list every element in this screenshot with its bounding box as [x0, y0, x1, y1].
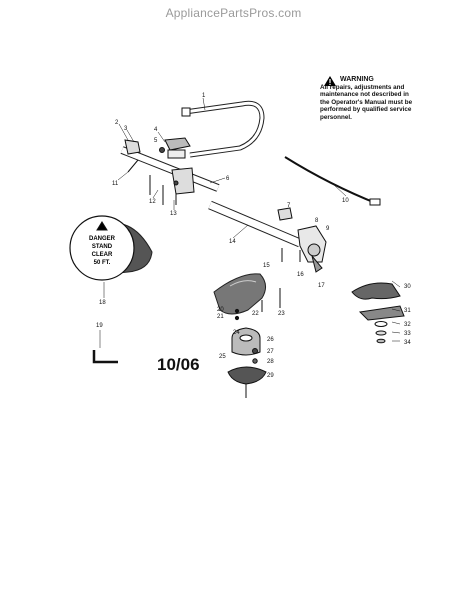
warning-line: the Operator's Manual must be	[320, 98, 413, 106]
part-number: 14	[229, 239, 236, 245]
part-number: 8	[315, 218, 319, 224]
part-number: 30	[404, 284, 411, 290]
danger-sign	[69, 215, 153, 281]
loop-handle	[181, 100, 265, 158]
warning-triangle-icon	[324, 76, 336, 86]
part-number: 17	[318, 283, 325, 289]
part-number: 18	[99, 300, 106, 306]
hex-key	[92, 350, 118, 364]
danger-line: STAND	[92, 244, 113, 250]
part-number: 29	[267, 373, 274, 379]
part-number: 21	[217, 314, 224, 320]
part-number: 6	[226, 176, 230, 182]
part-number: 2	[115, 120, 119, 126]
part-number: 33	[404, 331, 411, 337]
part-number: 4	[154, 127, 158, 133]
part-number: 9	[326, 226, 330, 232]
danger-line: 50 FT.	[94, 260, 111, 266]
danger-sign-text: DANGER STAND CLEAR 50 FT.	[89, 236, 116, 266]
warning-notice: WARNING All repairs, adjustments and mai…	[320, 76, 438, 122]
warning-line: performed by qualified service	[320, 106, 412, 114]
part-number: 31	[404, 308, 411, 314]
warning-title: WARNING	[340, 76, 374, 83]
debris-shield	[213, 273, 281, 321]
part-number: 26	[267, 337, 274, 343]
part-number: 10	[342, 198, 349, 204]
danger-line: DANGER	[89, 236, 116, 242]
warning-line: maintenance not described in	[320, 91, 409, 99]
warning-line: All repairs, adjustments and	[320, 83, 405, 91]
part-number: 28	[267, 359, 274, 365]
drive-cable	[284, 156, 381, 206]
part-number: 16	[297, 272, 304, 278]
part-number: 12	[149, 199, 156, 205]
part-number: 19	[96, 323, 103, 329]
handle-clamp-parts	[124, 137, 195, 205]
site-watermark: AppliancePartsPros.com	[165, 6, 302, 20]
upper-shaft	[120, 146, 220, 192]
part-number: 22	[252, 311, 259, 317]
part-number: 13	[170, 211, 177, 217]
part-number: 15	[263, 263, 270, 269]
part-number: 23	[278, 311, 285, 317]
warning-line: personnel.	[320, 113, 352, 121]
part-number: 11	[112, 181, 119, 187]
part-number: 25	[219, 354, 226, 360]
gearhead-assembly	[277, 207, 327, 273]
trimmer-head	[227, 327, 267, 398]
part-number-labels: 1 2 3 4 5 6 7 8 9 10 11 12 13 14 15 16 1…	[96, 93, 411, 379]
part-number: 7	[287, 203, 291, 209]
leader-lines	[99, 97, 401, 348]
part-number: 20	[217, 307, 224, 313]
danger-line: CLEAR	[92, 252, 113, 258]
part-number: 24	[233, 330, 240, 336]
part-number: 32	[404, 322, 411, 328]
lower-shaft	[208, 200, 302, 248]
part-number: 5	[154, 138, 158, 144]
part-number: 34	[404, 340, 411, 346]
date-code: 10/06	[157, 355, 200, 374]
part-number: 1	[202, 93, 206, 99]
blade-assembly	[351, 282, 405, 344]
part-number: 3	[124, 126, 128, 132]
part-number: 27	[267, 349, 274, 355]
